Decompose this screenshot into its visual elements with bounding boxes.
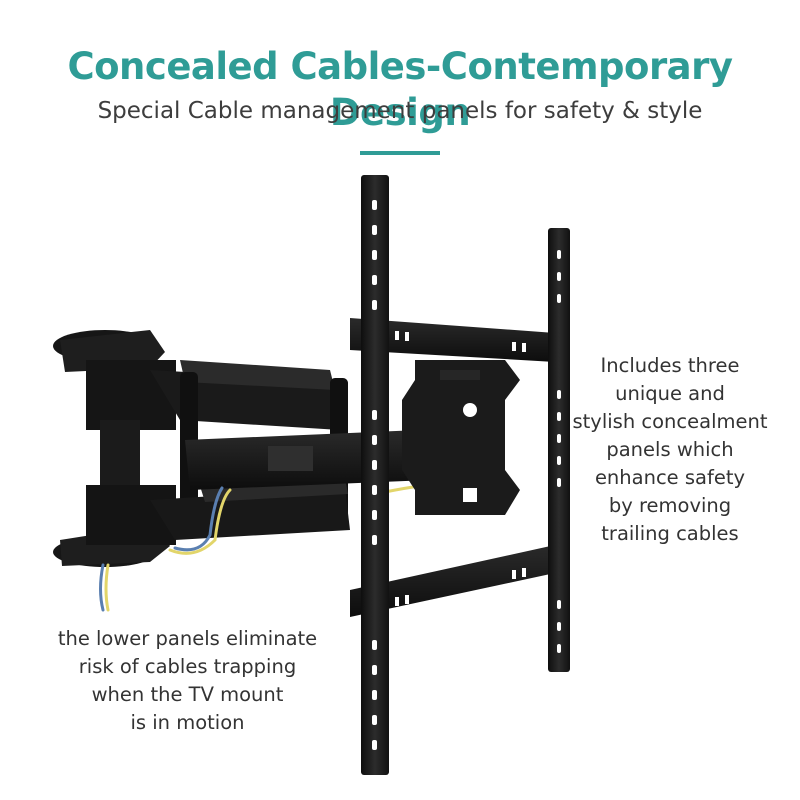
- callout-line: stylish concealment: [572, 410, 768, 433]
- callout-line: Includes three: [600, 354, 740, 377]
- wall-plate: [53, 330, 176, 567]
- callout-concealment-panels: Includes three unique and stylish concea…: [570, 352, 770, 548]
- subheadline: Special Cable management panels for safe…: [97, 98, 703, 124]
- cable-bundle: [99, 484, 422, 612]
- callout-line: enhance safety: [594, 466, 746, 489]
- callout-line: the lower panels eliminate: [57, 627, 318, 650]
- callout-line: trailing cables: [601, 522, 739, 545]
- vertical-arm-left: [361, 175, 389, 775]
- callout-line: unique and: [615, 382, 725, 405]
- accent-divider: [360, 151, 440, 155]
- callout-line: when the TV mount: [91, 683, 284, 706]
- vertical-arm-right: [548, 228, 570, 672]
- extension-arm: [185, 430, 430, 490]
- callout-lower-panels: the lower panels eliminate risk of cable…: [50, 625, 325, 737]
- horizontal-rails: [350, 318, 555, 617]
- callout-line: is in motion: [130, 711, 245, 734]
- callout-line: by removing: [608, 494, 732, 517]
- callout-line: panels which: [606, 438, 734, 461]
- headline: Concealed Cables-Contemporary Design: [67, 45, 733, 134]
- center-bracket: [402, 360, 520, 515]
- callout-line: risk of cables trapping: [78, 655, 297, 678]
